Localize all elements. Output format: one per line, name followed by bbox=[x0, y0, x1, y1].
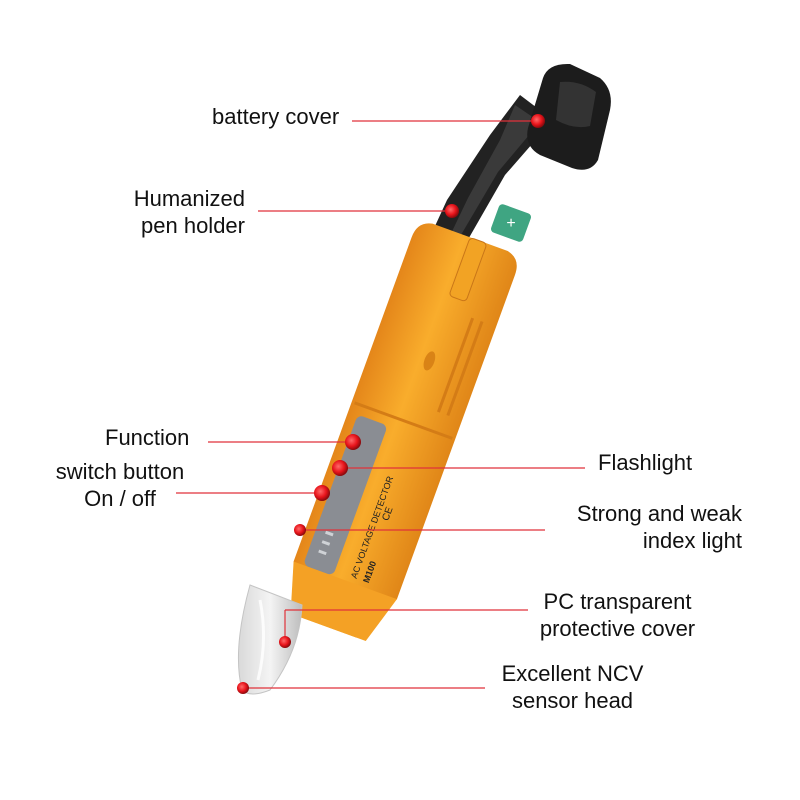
label-sensor-head-line1: Excellent NCV bbox=[501, 661, 644, 686]
label-pen-holder-line2: pen holder bbox=[141, 213, 245, 238]
marker-flashlight bbox=[332, 460, 348, 476]
label-transparent-cover-line1: PC transparent bbox=[543, 589, 692, 614]
battery-cap bbox=[424, 63, 611, 260]
transparent-tip bbox=[237, 584, 303, 695]
label-switch-line2: On / off bbox=[84, 486, 156, 511]
detector-body: AC VOLTAGE DETECTOR M100 CE bbox=[290, 223, 517, 642]
ce-mark: CE bbox=[380, 505, 395, 522]
marker-transparent-cover bbox=[279, 636, 291, 648]
label-index-light: Strong and weak index light bbox=[552, 500, 742, 554]
label-flashlight: Flashlight bbox=[598, 450, 693, 475]
label-sensor-head: Excellent NCV sensor head bbox=[490, 660, 655, 714]
label-function: Function bbox=[105, 425, 190, 450]
red-markers bbox=[237, 114, 545, 694]
marker-sensor-head bbox=[237, 682, 249, 694]
marker-pen-holder bbox=[445, 204, 459, 218]
label-switch-line1: switch button bbox=[55, 459, 185, 484]
battery-plus-sign: + bbox=[506, 215, 515, 232]
label-sensor-head-line2: sensor head bbox=[511, 688, 634, 713]
label-switch: switch button On / off bbox=[40, 458, 200, 512]
battery-terminal: + bbox=[491, 204, 531, 242]
label-index-light-line2: index light bbox=[642, 528, 742, 553]
label-transparent-cover: PC transparent protective cover bbox=[525, 588, 710, 642]
marker-index-light bbox=[294, 524, 306, 536]
label-pen-holder: Humanized pen holder bbox=[110, 185, 245, 239]
label-pen-holder-line1: Humanized bbox=[133, 186, 245, 211]
marker-function bbox=[345, 434, 361, 450]
label-battery-cover: battery cover bbox=[212, 104, 340, 129]
label-transparent-cover-line2: protective cover bbox=[539, 616, 696, 641]
marker-switch bbox=[314, 485, 330, 501]
label-index-light-line1: Strong and weak bbox=[576, 501, 742, 526]
leader-lines bbox=[176, 120, 585, 689]
button-panel bbox=[304, 416, 387, 575]
marker-battery-cover bbox=[531, 114, 545, 128]
